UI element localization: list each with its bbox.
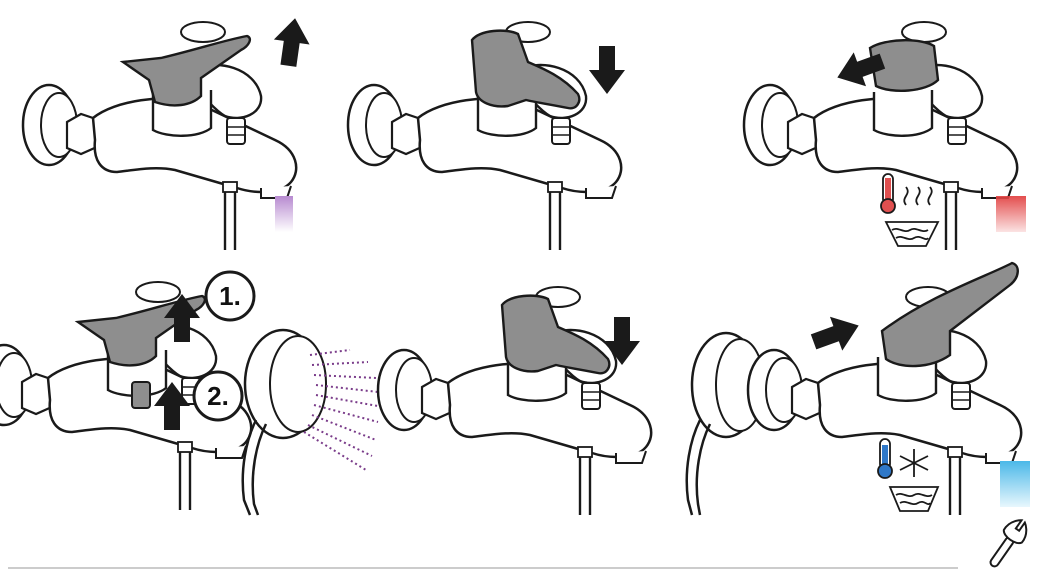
water-flow (996, 196, 1026, 232)
step-1-badge: 1. (206, 272, 254, 320)
water-flow (275, 196, 293, 232)
thermometer-cold-icon (878, 439, 892, 478)
thermometer-hot-icon (881, 174, 895, 213)
shower-head-spraying (243, 330, 378, 515)
arrow-right-icon (807, 309, 864, 359)
arrow-up-icon (271, 16, 313, 69)
water-flow (1000, 461, 1030, 507)
panel-lift-lever (23, 16, 313, 250)
arrow-down-icon (589, 46, 625, 94)
panel-close-shower (378, 287, 651, 515)
panel-close-lever (348, 22, 625, 250)
snowflake-icon (890, 449, 938, 511)
panel-hot-water (744, 22, 1026, 250)
step-2-badge: 2. (194, 372, 242, 420)
panel-shower-divert: 1. 2. (0, 272, 254, 510)
shower-head (687, 333, 764, 515)
svg-text:1.: 1. (219, 281, 241, 311)
faucet-lever (882, 263, 1018, 366)
wrench-icon (983, 515, 1032, 572)
panel-cold-water (748, 263, 1030, 515)
svg-text:2.: 2. (207, 381, 229, 411)
